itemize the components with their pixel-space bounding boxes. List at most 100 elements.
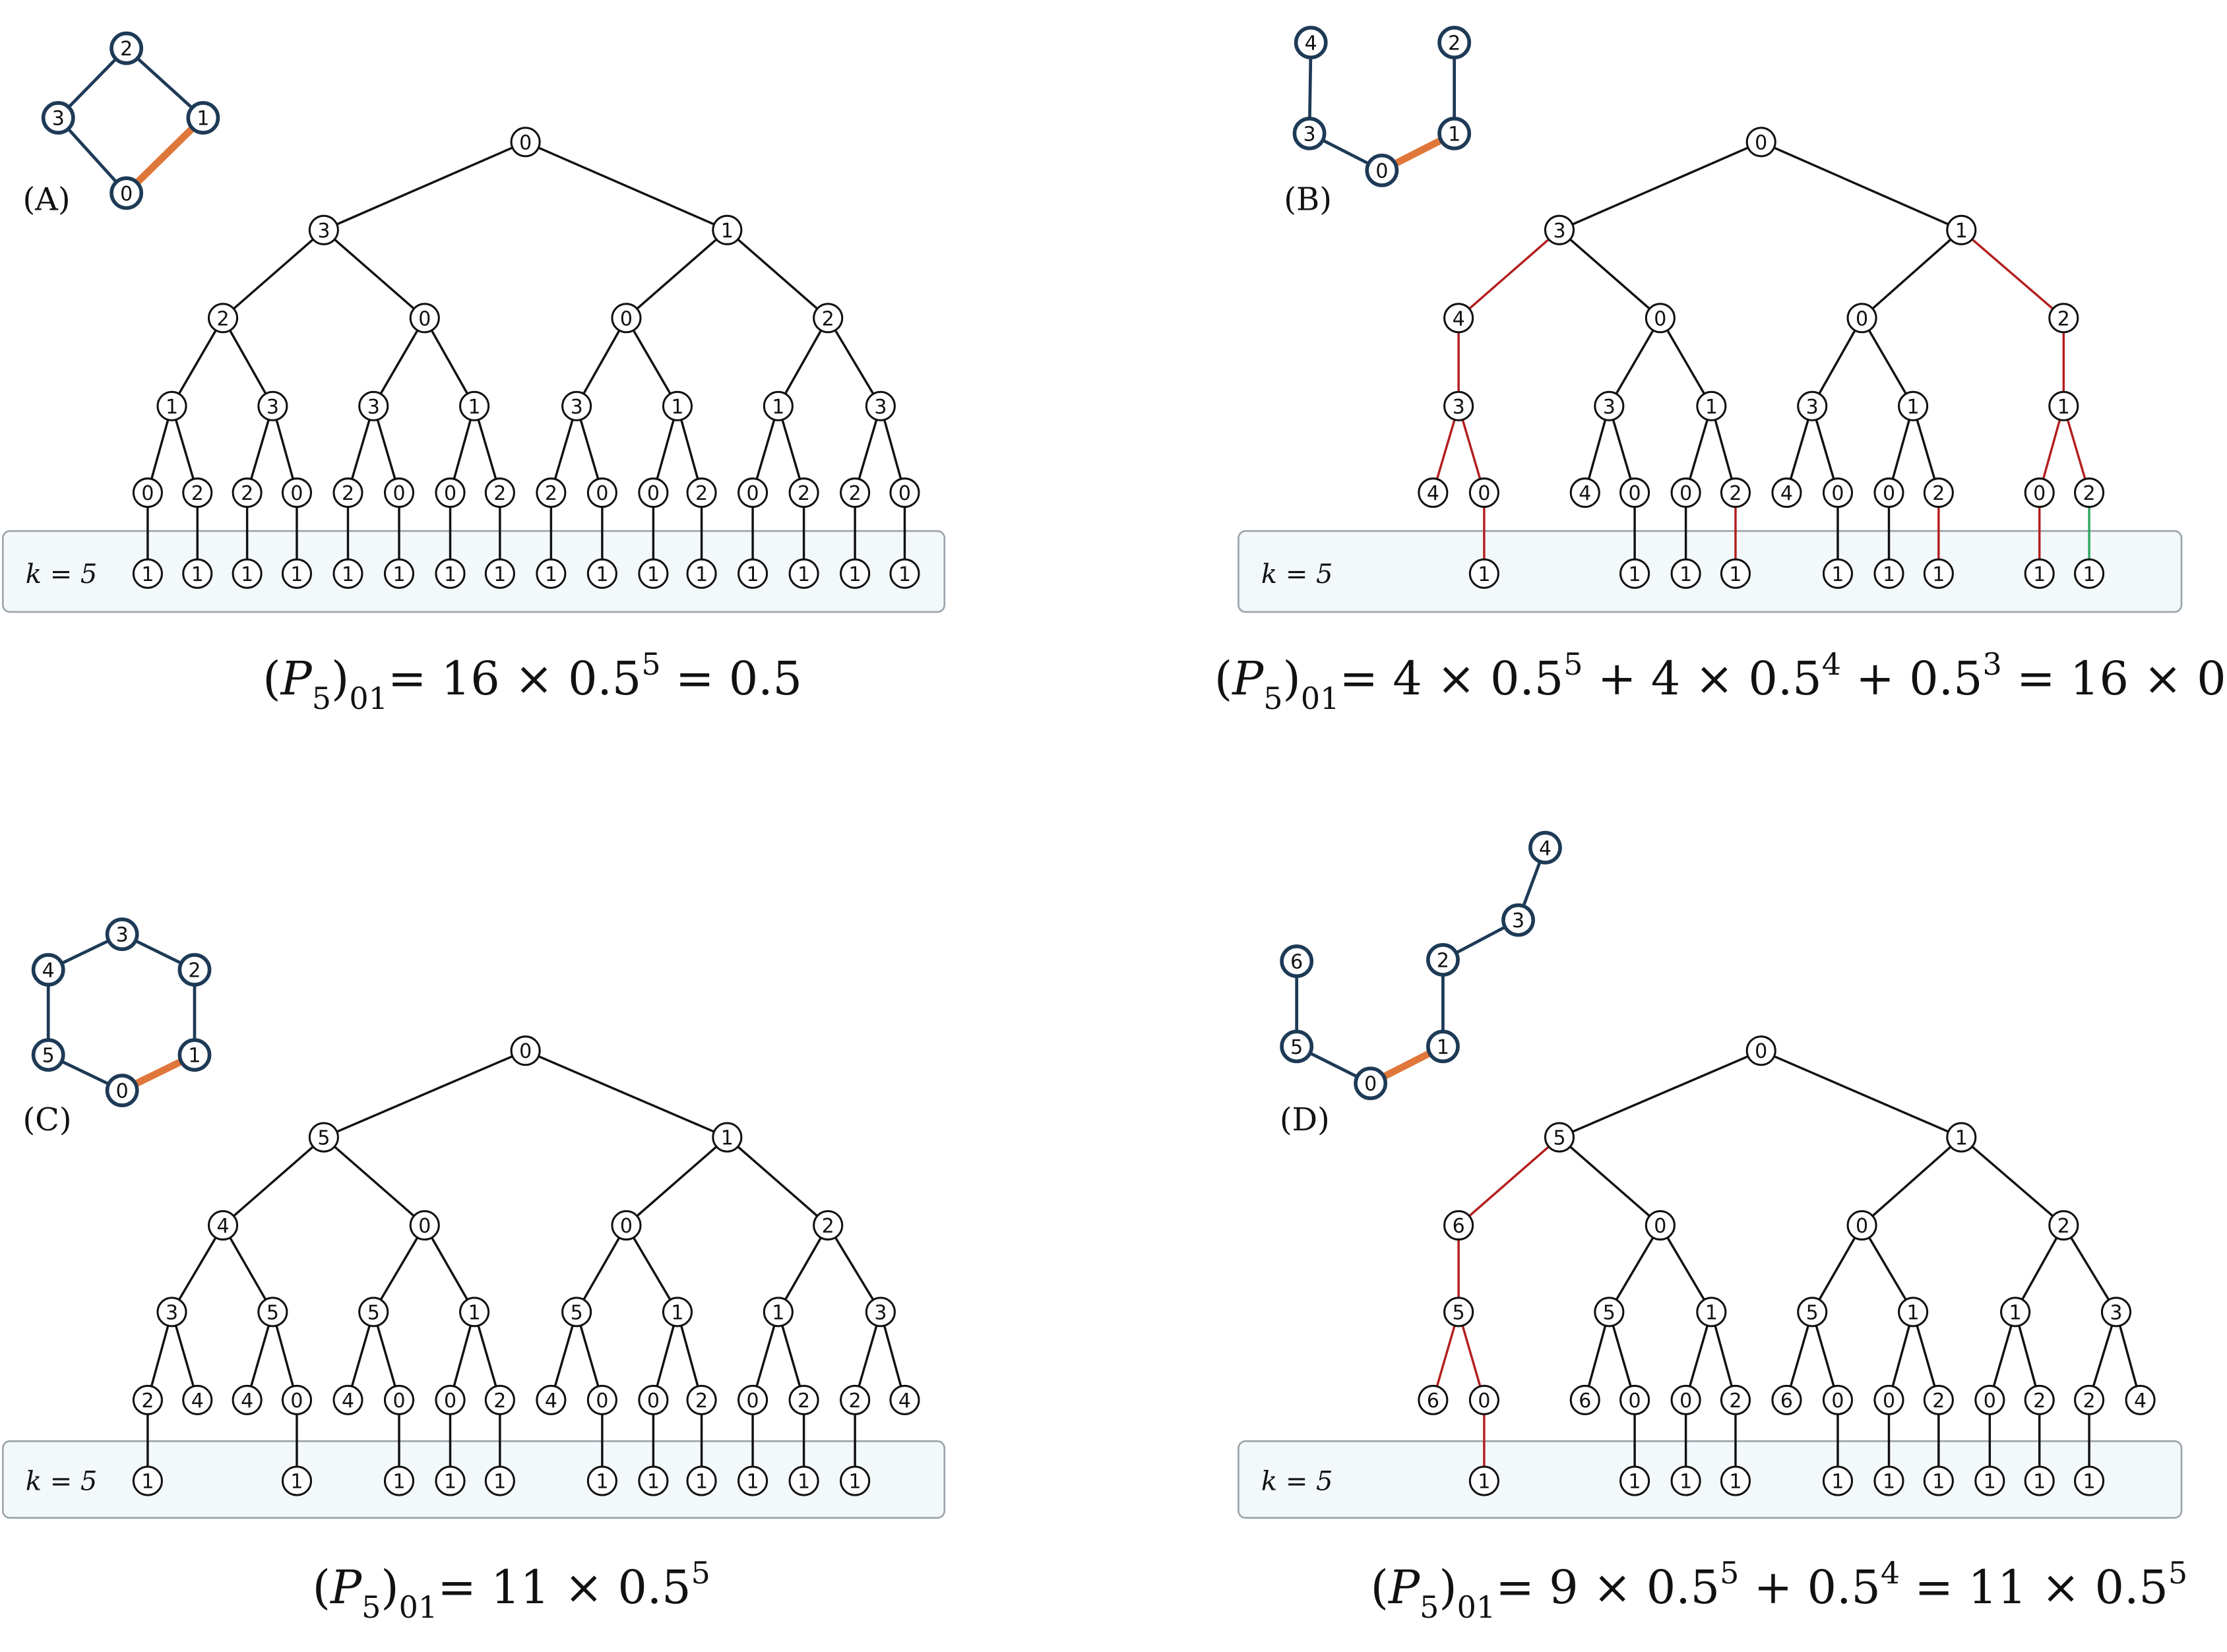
tree-node-depth5-label: 1: [1984, 1471, 1996, 1494]
tree-node-depth5-label: 1: [290, 1471, 303, 1494]
tree-node-depth4-label: 2: [849, 482, 862, 505]
tree-node-depth2-label: 6: [1453, 1215, 1465, 1238]
tree-node-depth4-circle: [1418, 477, 1449, 508]
tree-node-depth5: 1: [332, 558, 363, 589]
tree-node-depth3-label: 3: [874, 396, 887, 419]
tree-node-depth5-circle: [788, 1465, 819, 1496]
tree-node-depth3-circle: [1696, 1297, 1727, 1328]
tree-node-depth5-label: 1: [849, 1471, 862, 1494]
tree-edge: [524, 140, 729, 231]
formula-sub: 5: [361, 1589, 381, 1625]
tree-node-depth4-label: 0: [1629, 482, 1641, 505]
tree-node-depth3-label: 3: [571, 396, 583, 419]
tree-node-depth4-label: 2: [2083, 482, 2096, 505]
tree-node-depth5: 1: [1822, 1465, 1854, 1496]
tree-node-depth4-circle: [840, 477, 871, 508]
graph-node-3: 3: [105, 917, 139, 952]
tree-node-depth1: 1: [1946, 1122, 1977, 1153]
tree-node-depth4-label: 0: [1478, 482, 1490, 505]
graph-node-0: 0: [1354, 1066, 1388, 1101]
tree-node-depth2-label: 2: [822, 307, 834, 330]
tree-node-depth3-circle: [1594, 390, 1625, 421]
tree-node-depth3-label: 5: [267, 1301, 279, 1324]
tree-node-depth5: 1: [232, 558, 263, 589]
tree-node-depth4-circle: [484, 1384, 515, 1415]
tree-node-depth3: 1: [763, 1297, 794, 1328]
tree-node-depth5-circle: [2024, 558, 2055, 589]
tree-node-depth4-circle: [383, 1384, 415, 1415]
tree-root-circle: [1745, 127, 1776, 158]
tree-node-depth5-circle: [1923, 1465, 1954, 1496]
tree-root: 0: [510, 127, 541, 158]
tree-node-depth5: 1: [1923, 1465, 1954, 1496]
tree-node-depth3: 1: [459, 390, 490, 421]
tree-edge: [2014, 1224, 2065, 1314]
tree-node-depth4-label: 0: [1883, 1390, 1895, 1413]
tree-node-depth1: 1: [712, 214, 743, 245]
tree-node-depth4-label: 0: [1478, 1390, 1490, 1413]
graph-node-6-circle: [1280, 944, 1314, 978]
tree-node-depth5-circle: [1822, 558, 1854, 589]
graph-node-1-circle: [177, 1038, 212, 1072]
tree-node-depth1-label: 3: [1553, 220, 1565, 243]
tree-node-depth3-circle: [459, 390, 490, 421]
tree-node-depth3-circle: [156, 390, 187, 421]
tree-node-depth1-circle: [308, 1122, 339, 1153]
tree-node-depth5-circle: [686, 1465, 717, 1496]
tree-node-depth4: 0: [435, 1384, 466, 1415]
tree-node-depth4-circle: [2125, 1384, 2156, 1415]
formula-sup: 5: [1720, 1555, 1739, 1591]
tree-node-depth4: 2: [536, 477, 567, 508]
tree-node-depth4-circle: [1771, 1384, 1802, 1415]
tree-node-depth4-circle: [1720, 477, 1751, 508]
tree-node-depth5-circle: [889, 558, 920, 589]
tree-node-depth2-label: 2: [216, 307, 229, 330]
tree-edge: [346, 1310, 375, 1401]
tree-node-depth2-circle: [1846, 1210, 1877, 1241]
tree-node-depth2: 2: [2048, 303, 2079, 334]
tree-node-depth4-circle: [1822, 477, 1854, 508]
tree-node-depth5-circle: [1468, 558, 1499, 589]
tree-node-depth5-label: 1: [191, 563, 204, 586]
tree-node-depth4-label: 2: [493, 1390, 506, 1413]
tree-node-depth4-circle: [1468, 1384, 1499, 1415]
tree-node-depth4-label: 2: [342, 482, 354, 505]
tree-node-depth4-circle: [232, 1384, 263, 1415]
tree-node-depth4: 4: [232, 1384, 263, 1415]
formula: (P5)01= 9 × 0.55 + 0.54 = 11 × 0.55: [1371, 1555, 2188, 1625]
tree-node-depth4: 0: [737, 1384, 768, 1415]
tree-node-depth5-circle: [232, 558, 263, 589]
tree-node-depth4-circle: [840, 1384, 871, 1415]
tree-node-depth3-circle: [1797, 390, 1828, 421]
tree-node-depth5: 1: [586, 1465, 617, 1496]
tree-node-depth5-label: 1: [141, 1471, 154, 1494]
tree-node-depth4: 0: [383, 1384, 415, 1415]
tree-node-depth2: 0: [611, 1210, 642, 1241]
k-label: k = 5: [26, 1467, 98, 1497]
tree-node-depth4-circle: [182, 1384, 213, 1415]
tree-node-depth3-label: 1: [468, 396, 481, 419]
tree-node-depth3-label: 1: [772, 396, 784, 419]
tree-node-depth5: 1: [686, 558, 717, 589]
tree-edge: [524, 1049, 729, 1139]
tree-node-depth3: 3: [865, 1297, 896, 1328]
tree-node-depth4: 2: [484, 1384, 515, 1415]
tree-node-depth5-circle: [737, 1465, 768, 1496]
tree-node-depth5-label: 1: [747, 563, 759, 586]
tree-node-depth5: 1: [840, 558, 871, 589]
tree-node-depth3-circle: [1898, 390, 1929, 421]
formula-tail: + 0.5: [1739, 1560, 1880, 1614]
tree-node-depth4-circle: [332, 1384, 363, 1415]
tree-node-depth4-label: 4: [1780, 482, 1793, 505]
graph-node-4-label: 4: [1305, 32, 1317, 55]
tree-edges: [146, 1049, 906, 1483]
tree-node-depth2: 6: [1443, 1210, 1474, 1241]
k-band: [2, 530, 946, 613]
tree-root-label: 0: [519, 131, 532, 154]
formula-symbol: P: [1387, 1560, 1421, 1614]
tree-node-depth5: 1: [484, 1465, 515, 1496]
tree-edges: [1431, 140, 2090, 575]
tree-edge: [1988, 1310, 2017, 1401]
graph-node-1: 1: [186, 101, 220, 135]
